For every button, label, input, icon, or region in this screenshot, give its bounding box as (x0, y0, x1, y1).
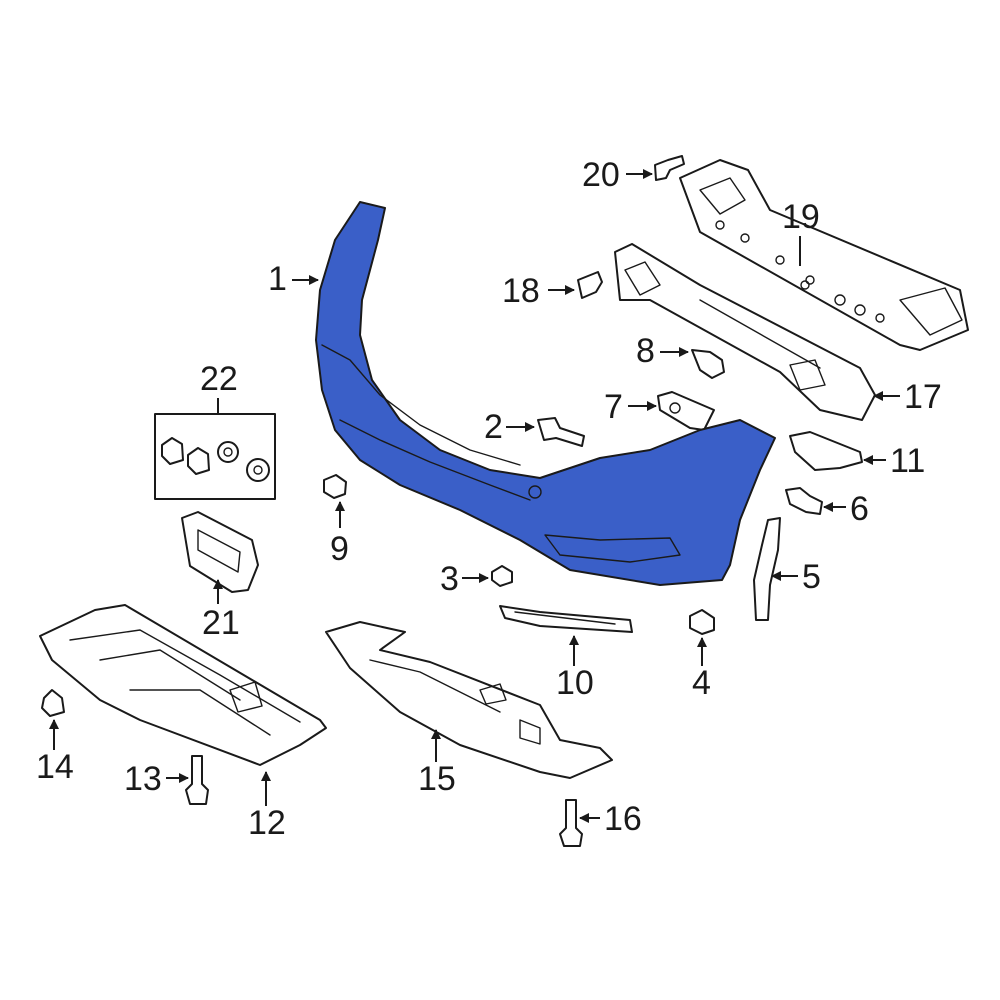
callout-label-13: 13 (124, 760, 162, 798)
part-22-kit-box (154, 413, 276, 500)
part-15-under-cover[interactable] (325, 621, 613, 779)
callout-label-4: 4 (692, 664, 711, 702)
part-18-clip[interactable] (577, 271, 603, 299)
part-3-clip[interactable] (491, 565, 513, 587)
callout-6: 6 (823, 490, 869, 528)
part-20-bolt[interactable] (654, 155, 685, 181)
callout-4: 4 (692, 637, 711, 702)
part-9-cap[interactable] (323, 474, 347, 499)
callout-label-2: 2 (484, 408, 503, 446)
part-13-bolt[interactable] (185, 755, 209, 805)
callout-13: 13 (124, 760, 189, 798)
callout-label-14: 14 (36, 748, 74, 786)
callout-label-21: 21 (202, 604, 240, 642)
part-5-side-bracket[interactable] (753, 517, 781, 621)
callout-label-10: 10 (556, 664, 594, 702)
callout-12: 12 (248, 771, 286, 842)
part-4-clip[interactable] (689, 609, 715, 635)
callout-label-7: 7 (604, 388, 623, 426)
part-19-reinforcement-bar[interactable] (679, 159, 969, 351)
callout-label-18: 18 (502, 272, 540, 310)
callout-14: 14 (36, 719, 74, 786)
callout-label-6: 6 (850, 490, 869, 528)
callout-label-12: 12 (248, 804, 286, 842)
part-6-bolt[interactable] (785, 487, 823, 515)
callout-label-1: 1 (268, 260, 287, 298)
part-11-bracket[interactable] (789, 431, 863, 471)
callout-label-11: 11 (890, 442, 925, 480)
callout-2: 2 (484, 408, 535, 446)
bumper-cover-shape[interactable] (315, 201, 776, 586)
kit-clip-b[interactable] (187, 447, 210, 475)
part-8-bolt[interactable] (691, 349, 725, 379)
kit-grommet-b[interactable] (246, 458, 270, 482)
part-2-bolt[interactable] (537, 417, 585, 447)
callout-5: 5 (771, 558, 821, 596)
part-12-under-cover[interactable] (39, 604, 327, 766)
callout-7: 7 (604, 388, 657, 426)
callout-16: 16 (579, 800, 642, 838)
callout-20: 20 (582, 156, 653, 194)
callout-label-5: 5 (802, 558, 821, 596)
callout-10: 10 (556, 635, 594, 702)
kit-grommet-a[interactable] (217, 441, 239, 463)
part-17-bumper-bracket[interactable] (614, 243, 876, 421)
callout-label-16: 16 (604, 800, 642, 838)
callout-15: 15 (418, 729, 456, 798)
callout-label-17: 17 (904, 378, 942, 416)
callout-label-9: 9 (330, 530, 349, 568)
callout-label-22: 22 (200, 360, 238, 398)
callout-3: 3 (440, 560, 489, 598)
callout-21: 21 (202, 579, 240, 642)
part-7-bracket[interactable] (657, 391, 715, 431)
kit-clip-a[interactable] (161, 437, 184, 465)
part-16-bolt[interactable] (559, 799, 583, 847)
callout-9: 9 (330, 501, 349, 568)
callout-label-20: 20 (582, 156, 620, 194)
callout-8: 8 (636, 332, 689, 370)
callout-17: 17 (873, 378, 942, 416)
callout-19: 19 (782, 198, 820, 266)
callout-22: 22 (200, 360, 238, 414)
part-10-grille-strip[interactable] (499, 605, 633, 633)
part-14-clip[interactable] (41, 689, 65, 717)
callout-label-19: 19 (782, 198, 820, 236)
callout-11: 11 (863, 442, 925, 480)
callout-18: 18 (502, 272, 575, 310)
callout-1: 1 (268, 260, 319, 298)
callout-label-8: 8 (636, 332, 655, 370)
part-1-bumper-cover[interactable] (315, 201, 776, 586)
callout-label-3: 3 (440, 560, 459, 598)
part-21-bracket-plate[interactable] (181, 511, 259, 593)
callout-label-15: 15 (418, 760, 456, 798)
